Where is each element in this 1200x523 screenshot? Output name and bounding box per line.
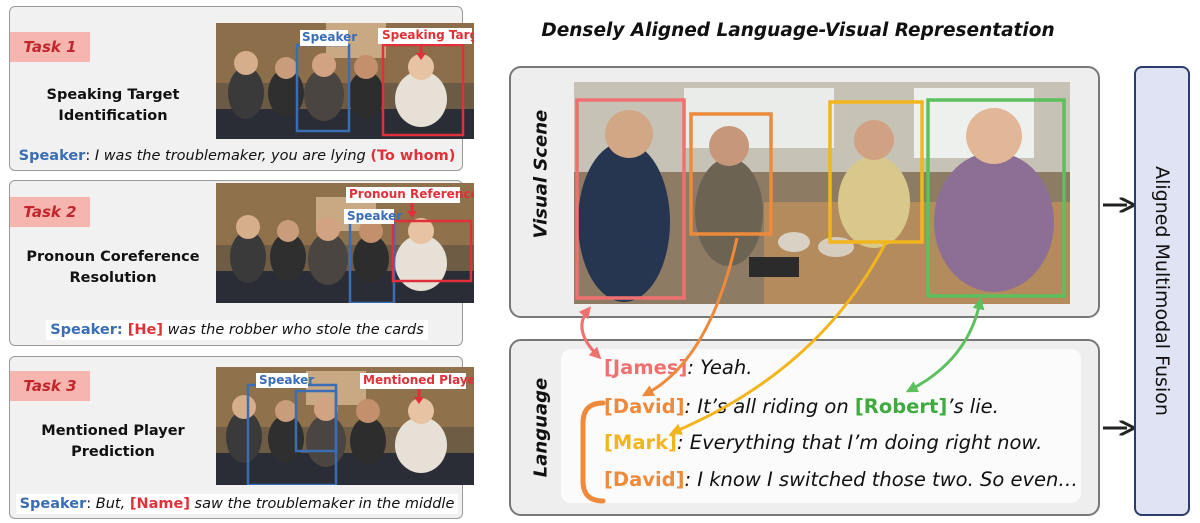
visual-scene-photo xyxy=(574,82,1070,304)
task-badge: Task 3 xyxy=(10,371,90,401)
task-scene-image: Speaker Speaking Target xyxy=(216,23,474,139)
task-name-line: Pronoun Coreference xyxy=(26,249,200,265)
caption-text: was the robber who stole the cards xyxy=(162,322,424,338)
task-name-line: Mentioned Player xyxy=(41,423,185,439)
pronoun-reference-label: Pronoun Reference xyxy=(349,187,474,201)
speaker-name: [David] xyxy=(604,395,685,418)
target-box xyxy=(381,43,465,137)
language-label: Language xyxy=(530,377,552,478)
dialogue-line: [David]: I know I switched those two. So… xyxy=(604,468,1078,491)
task-scene-image: Speaker Mentioned Player xyxy=(216,367,474,485)
task-caption: Speaker: [He] was the robber who stole t… xyxy=(10,320,464,340)
caption-speaker: Speaker xyxy=(50,322,117,338)
speaking-target-label: Speaking Target xyxy=(382,28,474,42)
speaker-label: Speaker xyxy=(347,209,403,223)
task-name: Mentioned Player Prediction xyxy=(18,421,208,463)
scene-photo xyxy=(216,23,474,139)
speaker-name: [James] xyxy=(604,356,688,379)
caption-sep: : xyxy=(86,496,96,512)
task-badge: Task 1 xyxy=(10,32,90,62)
utterance: : It’s all riding on xyxy=(684,395,855,418)
james-box xyxy=(575,98,686,300)
caption-speaker: Speaker xyxy=(18,148,86,164)
robert-box xyxy=(926,98,1066,298)
mentioned-player-label: Mentioned Player xyxy=(363,373,474,387)
task-name: Speaking Target Identification xyxy=(18,85,208,127)
utterance: ’s lie. xyxy=(947,395,999,418)
pronoun-reference-box xyxy=(391,219,473,283)
caption-highlight: [He] xyxy=(127,322,163,338)
task-scene-image: Speaker Pronoun Reference xyxy=(216,183,474,303)
mentioned-name: [Robert] xyxy=(854,395,948,418)
task-caption: Speaker: But, [Name] saw the troublemake… xyxy=(10,494,464,514)
diagram-title: Densely Aligned Language-Visual Represen… xyxy=(541,20,1055,41)
caption-highlight: [Name] xyxy=(129,496,190,512)
task-name-line: Identification xyxy=(58,108,168,124)
task-2-box: Task 2 Pronoun Coreference Resolution Sp… xyxy=(9,180,474,346)
task-name-line: Resolution xyxy=(69,270,157,286)
caption-sep: : xyxy=(116,322,128,338)
language-panel: Language [James]: Yeah. [David]: It’s al… xyxy=(509,339,1100,516)
utterance: : I know I switched those two. So even… xyxy=(684,468,1078,491)
utterance: : Yeah. xyxy=(687,356,753,379)
task-name-line: Prediction xyxy=(71,444,155,460)
visual-scene-label: Visual Scene xyxy=(530,109,552,239)
speaker-name: [Mark] xyxy=(604,431,677,454)
scene-photo xyxy=(216,367,474,485)
dialogue-line: [Mark]: Everything that I’m doing right … xyxy=(604,431,1042,454)
caption-text: I was the troublemaker, you are lying xyxy=(94,148,371,164)
task-badge: Task 2 xyxy=(10,197,90,227)
dialogue-line: [David]: It’s all riding on [Robert]’s l… xyxy=(604,395,999,418)
task-name-line: Speaking Target xyxy=(46,87,180,103)
visual-scene-panel: Visual Scene xyxy=(509,66,1100,318)
task-caption: Speaker: I was the troublemaker, you are… xyxy=(10,148,464,164)
speaker-name: [David] xyxy=(604,468,685,491)
caption-highlight: (To whom) xyxy=(370,148,456,164)
speaker-label: Speaker xyxy=(259,373,315,387)
caption-text: saw the troublemaker in the middle xyxy=(189,496,455,512)
speaker-label: Speaker xyxy=(302,30,358,44)
fusion-label: Aligned Multimodal Fusion xyxy=(1151,166,1173,416)
speaker-inner-box xyxy=(294,389,338,453)
task-name: Pronoun Coreference Resolution xyxy=(18,247,208,289)
david-bracket xyxy=(580,400,606,504)
task-3-box: Task 3 Mentioned Player Prediction Speak… xyxy=(9,356,474,519)
david-box xyxy=(689,112,773,236)
scene-photo xyxy=(216,183,474,303)
caption-sep: : xyxy=(85,148,95,164)
caption-text-pre: But, xyxy=(95,496,130,512)
task-1-box: Task 1 Speaking Target Identification Sp… xyxy=(9,6,474,171)
aligned-multimodal-fusion-box: Aligned Multimodal Fusion xyxy=(1134,66,1190,516)
utterance: : Everything that I’m doing right now. xyxy=(676,431,1043,454)
caption-speaker: Speaker xyxy=(19,496,87,512)
dialogue-line: [James]: Yeah. xyxy=(604,356,752,379)
